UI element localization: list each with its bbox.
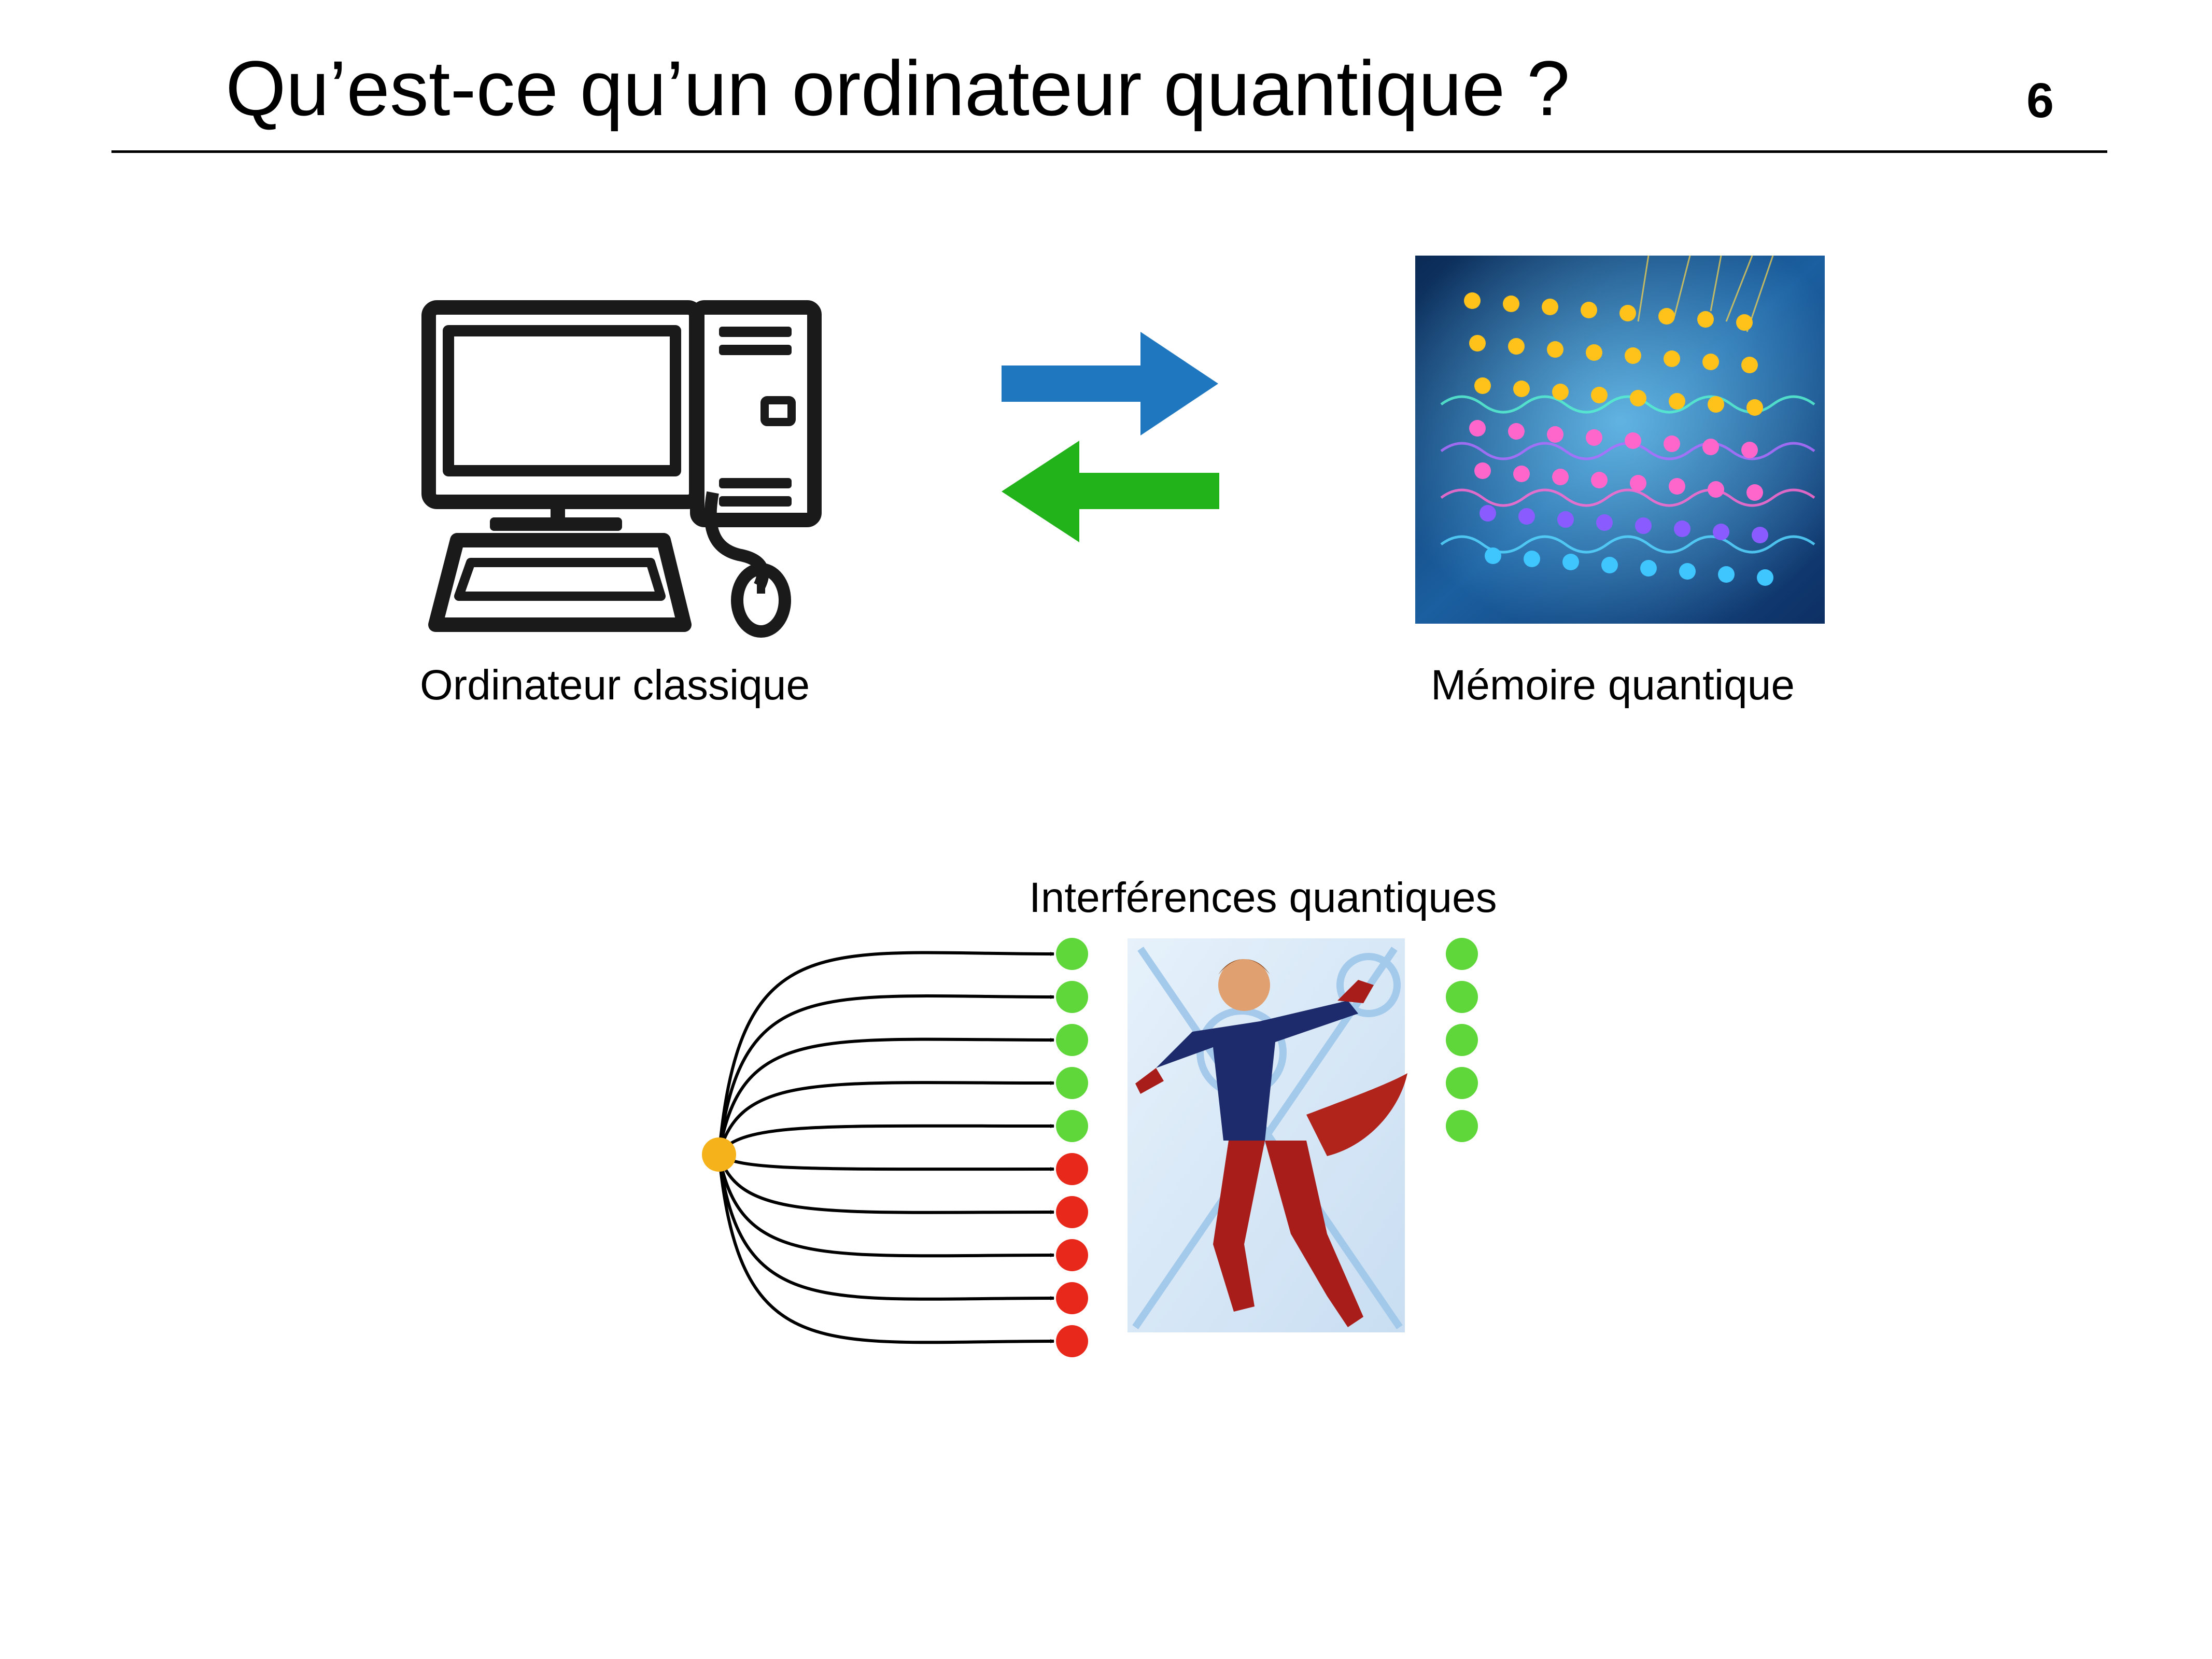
qubit-atom <box>1702 439 1719 455</box>
qubit-atom <box>1708 396 1724 413</box>
qubit-atom <box>1513 381 1530 397</box>
amplitude-path <box>717 951 1054 1155</box>
qubit-atom <box>1658 308 1675 325</box>
qubit-atom <box>1601 557 1618 573</box>
amplitude-path <box>717 1154 1054 1258</box>
constructive-result-dot <box>1446 938 1478 970</box>
qubit-atom <box>1586 344 1602 361</box>
interference-label: Interférences quantiques <box>1029 874 1497 921</box>
interference-diagram <box>702 938 1478 1357</box>
constructive-result-dot <box>1446 1024 1478 1056</box>
qubit-atom <box>1635 517 1652 534</box>
qubit-atom <box>1664 350 1680 367</box>
qubit-atom <box>1630 475 1646 491</box>
qubit-atom <box>1664 435 1680 452</box>
slide-title: Qu’est-ce qu’un ordinateur quantique ? <box>226 45 1570 132</box>
quantum-memory-image <box>1415 255 1825 624</box>
constructive-outcome-dot <box>1056 1024 1088 1056</box>
constructive-outcome-dot <box>1056 1110 1088 1142</box>
qubit-atom <box>1713 524 1729 540</box>
amplitude-path <box>717 1037 1054 1155</box>
qubit-atom <box>1625 432 1641 449</box>
qubit-atom <box>1718 566 1735 583</box>
qubit-atom <box>1474 462 1491 479</box>
destructive-outcome-dot <box>1056 1239 1088 1271</box>
amplitude-path <box>717 1154 1054 1344</box>
constructive-result-dot <box>1446 981 1478 1013</box>
qubit-atom <box>1485 547 1501 564</box>
qubit-atom <box>1542 299 1558 315</box>
constructive-outcome-dot <box>1056 981 1088 1013</box>
qubit-atom <box>1746 399 1763 416</box>
amplitude-path <box>717 1154 1054 1213</box>
qubit-atom <box>1679 563 1696 580</box>
arrow-right-icon <box>1002 332 1218 435</box>
qubit-atom <box>1736 314 1753 331</box>
source-node <box>702 1137 736 1172</box>
computer-icon <box>421 300 822 638</box>
qubit-atom <box>1640 560 1657 577</box>
amplitude-path <box>717 1154 1054 1301</box>
qubit-atom <box>1669 393 1685 410</box>
qubit-atom <box>1464 292 1481 309</box>
qubit-atom <box>1557 511 1574 528</box>
qubit-atom <box>1518 508 1535 525</box>
quantum-memory-label: Mémoire quantique <box>1431 662 1795 709</box>
qubit-atom <box>1746 484 1763 501</box>
qubit-atom <box>1513 466 1530 482</box>
title-divider <box>111 150 2107 153</box>
qubit-atom <box>1547 426 1563 443</box>
qubit-atom <box>1741 442 1758 458</box>
destructive-outcome-dot <box>1056 1282 1088 1314</box>
destructive-outcome-dot <box>1056 1153 1088 1185</box>
qubit-atom <box>1674 521 1690 537</box>
qubit-atom <box>1586 429 1602 446</box>
qubit-atom <box>1581 302 1597 318</box>
arrow-left-icon <box>1002 441 1219 542</box>
qubit-atom <box>1552 469 1569 485</box>
constructive-outcome-dot <box>1056 1067 1088 1099</box>
qubit-atom <box>1508 338 1525 355</box>
qubit-atom <box>1547 341 1563 358</box>
amplitude-path <box>717 1082 1054 1155</box>
qubit-atom <box>1480 505 1496 522</box>
qubit-atom <box>1469 420 1486 437</box>
constructive-result-dot <box>1446 1110 1478 1142</box>
qubit-atom <box>1596 514 1613 531</box>
page-number: 6 <box>2026 73 2054 128</box>
qubit-atom <box>1741 357 1758 373</box>
qubit-atom <box>1524 551 1540 567</box>
qubit-atom <box>1591 472 1608 488</box>
qubit-atom <box>1757 569 1773 586</box>
qubit-atom <box>1503 296 1519 312</box>
qubit-atom <box>1625 347 1641 364</box>
constructive-outcome-dot <box>1056 938 1088 970</box>
qubit-atom <box>1669 478 1685 495</box>
qubit-atom <box>1469 335 1486 352</box>
qubit-atom <box>1562 554 1579 570</box>
amplitude-path <box>717 994 1054 1155</box>
classical-computer-label: Ordinateur classique <box>420 662 810 709</box>
qubit-atom <box>1552 384 1569 400</box>
qubit-atom <box>1697 311 1714 328</box>
qubit-atom <box>1591 387 1608 403</box>
amplitude-path <box>717 1126 1054 1156</box>
superhero-image <box>1128 938 1407 1332</box>
qubit-atom <box>1752 527 1768 543</box>
constructive-result-dot <box>1446 1067 1478 1099</box>
amplitude-path <box>718 1153 1054 1169</box>
destructive-outcome-dot <box>1056 1325 1088 1357</box>
qubit-atom <box>1708 481 1724 498</box>
destructive-outcome-dot <box>1056 1196 1088 1228</box>
qubit-atom <box>1619 305 1636 321</box>
qubit-atom <box>1474 377 1491 394</box>
qubit-atom <box>1508 423 1525 440</box>
qubit-atom <box>1630 390 1646 406</box>
qubit-atom <box>1702 354 1719 370</box>
